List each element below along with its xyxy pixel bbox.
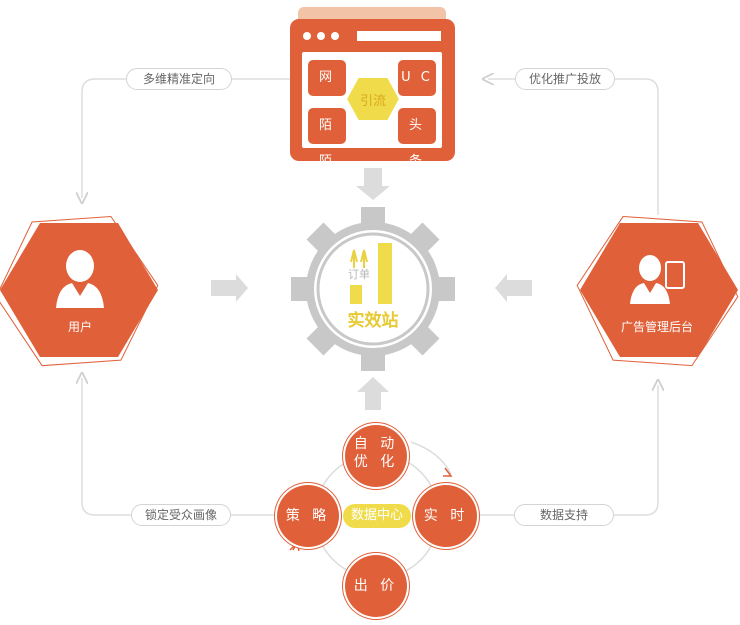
user-icon — [56, 250, 104, 308]
admin-person-icon — [630, 255, 685, 304]
line-bottom-right — [468, 385, 658, 516]
tile-toutiao: 头 条 — [398, 108, 436, 169]
order-label: 订单 — [348, 268, 370, 281]
traffic-hexagon — [344, 76, 402, 122]
label-optimize-ads: 优化推广投放 — [515, 68, 615, 90]
line-top-right — [488, 79, 659, 215]
center-brand-label: 实效站 — [347, 311, 399, 331]
line-top-left — [82, 78, 290, 198]
user-label: 用户 — [67, 320, 92, 334]
gear-icon — [291, 207, 455, 371]
traffic-label: 引流 — [359, 94, 386, 109]
connector-lines — [82, 78, 659, 516]
realtime-circle: 实 时 — [415, 485, 477, 547]
arrow-right-left — [211, 274, 248, 302]
bidding-circle: 出 价 — [345, 555, 407, 617]
arrow-down-top — [356, 168, 390, 200]
auto-optimize-circle: 自 动 优 化 — [345, 425, 407, 487]
data-center-pill: 数据中心 — [343, 504, 411, 528]
flow-arrows — [211, 168, 532, 410]
label-data-support: 数据支持 — [514, 504, 614, 526]
label-audience-profile: 锁定受众画像 — [131, 504, 231, 526]
strategy-circle: 策 略 — [277, 485, 339, 547]
ad-admin-hexagon — [576, 215, 739, 367]
label-multi-targeting: 多维精准定向 — [126, 68, 232, 90]
tile-netease: 网 易 — [308, 60, 346, 121]
arrow-left-right — [495, 274, 532, 302]
line-bottom-left — [82, 378, 275, 516]
tile-momo: 陌 陌 — [308, 108, 346, 169]
ad-admin-label: 广告管理后台 — [620, 320, 693, 334]
tile-uc: U C — [398, 60, 436, 96]
arrow-up-bottom — [357, 377, 389, 410]
user-hexagon — [0, 216, 159, 367]
